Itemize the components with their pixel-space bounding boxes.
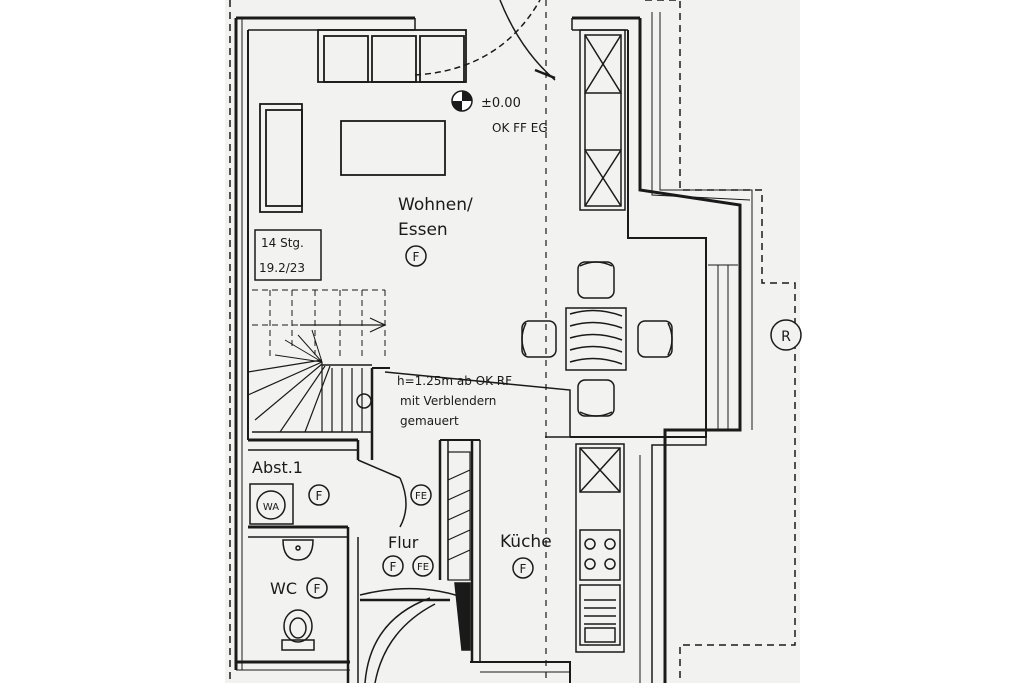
stair-ratio: 19.2/23: [259, 261, 305, 275]
svg-text:F: F: [316, 489, 323, 503]
svg-text:F: F: [413, 250, 420, 264]
svg-text:R: R: [781, 329, 791, 345]
room-label-wc: WC: [270, 579, 297, 598]
storage-door[interactable]: [357, 459, 407, 528]
washer-box: [249, 483, 294, 525]
room-marker-storage: F: [308, 484, 330, 506]
svg-text:FE: FE: [415, 491, 427, 502]
wc-toilet: [281, 609, 315, 651]
room-label-kitchen: Küche: [500, 532, 552, 552]
level-reference: OK FF EG: [492, 121, 548, 135]
svg-text:FE: FE: [417, 562, 429, 573]
entrance-door[interactable]: [414, 0, 573, 81]
wall-note-line3: gemauert: [400, 414, 459, 428]
svg-text:F: F: [314, 582, 321, 596]
front-door[interactable]: [359, 582, 471, 684]
svg-text:F: F: [520, 562, 527, 576]
dashed-outline: [229, 0, 796, 683]
staircase: [247, 289, 387, 433]
coffee-table: [340, 120, 446, 176]
washer-label: WA: [263, 502, 279, 513]
stair-steps: 14 Stg.: [261, 236, 304, 250]
dining-table: [565, 307, 627, 371]
level-value: ±0.00: [481, 96, 521, 111]
room-label-living-1: Wohnen/: [398, 195, 473, 215]
tall-cabinet: [579, 29, 626, 211]
room-marker-hall-fe: FE: [412, 555, 434, 577]
hall-shelf: [447, 451, 471, 581]
svg-text:F: F: [390, 560, 397, 574]
washer-icon: [256, 490, 286, 520]
stair-info-box: [254, 229, 322, 281]
wall-note-line2: mit Verblendern: [400, 394, 496, 408]
room-label-storage: Abst.1: [252, 458, 303, 477]
room-marker-living: F: [405, 245, 427, 267]
outside-marker: R: [770, 319, 802, 351]
room-marker-hall: F: [382, 555, 404, 577]
room-label-living-2: Essen: [398, 220, 448, 240]
room-label-hall: Flur: [388, 533, 419, 552]
room-marker-kitchen: F: [512, 557, 534, 579]
room-marker-wc: F: [306, 577, 328, 599]
room-marker-storage-fe: FE: [410, 484, 432, 506]
wc-sink: [282, 539, 314, 561]
kitchen-counter: [575, 443, 625, 653]
half-height-wall: [384, 371, 571, 437]
cooktop-icon: [584, 538, 616, 570]
dining-chairs: [521, 261, 673, 417]
interior-walls: [248, 367, 628, 683]
sofa: [259, 29, 467, 213]
level-marker: [451, 90, 473, 112]
exterior-walls: [234, 12, 753, 683]
wall-note-line1: h=1.25m ab OK RF: [397, 374, 512, 388]
